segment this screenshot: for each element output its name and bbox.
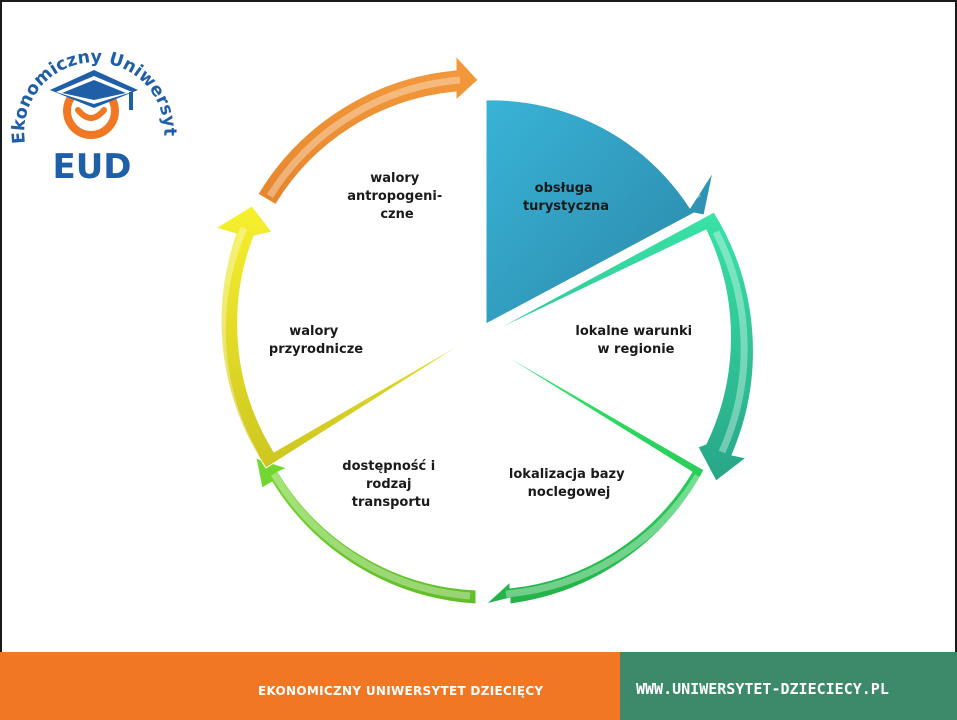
- label-walory-przyrodnicze: walory przyrodnicze: [269, 324, 363, 357]
- segment-lokalizacja-bazy: [485, 343, 705, 605]
- segment-lokalne-warunki: [485, 211, 754, 482]
- footer-organization-name: EKONOMICZNY UNIWERSYTET DZIECIĘCY: [258, 684, 544, 698]
- label-dostepnosc-transportu: dostępność i rodzaj transportu: [342, 459, 439, 510]
- cycle-diagram: obsługa turystyczna lokalne warunki w re…: [214, 54, 754, 605]
- label-obsluga-turystyczna: obsługa turystyczna: [523, 181, 609, 214]
- label-walory-antropogeniczne: walory antropogeni- czne: [347, 171, 447, 222]
- segment-obsluga-turystyczna: [485, 70, 714, 325]
- segment-dostepnosc-transportu: [255, 344, 477, 605]
- graduation-cap-icon: [50, 70, 138, 110]
- segment-walory-przyrodnicze: [214, 205, 477, 469]
- logo-acronym: EUD: [52, 147, 131, 186]
- segment-walory-antropogeniczne: [257, 54, 479, 325]
- eud-logo: Ekonomiczny Uniwersytet Dziecięcy EUD: [4, 6, 179, 186]
- footer-website-link[interactable]: WWW.UNIWERSYTET-DZIECIECY.PL: [636, 680, 889, 698]
- cycle-segments: [214, 54, 754, 605]
- footer-right-bar: [620, 652, 957, 720]
- cycle-arrow-highlights: [218, 76, 748, 600]
- label-lokalizacja-bazy: lokalizacja bazy noclegowej: [509, 467, 629, 500]
- label-lokalne-warunki: lokalne warunki w regionie: [575, 324, 696, 357]
- footer-left-bar: [0, 652, 620, 720]
